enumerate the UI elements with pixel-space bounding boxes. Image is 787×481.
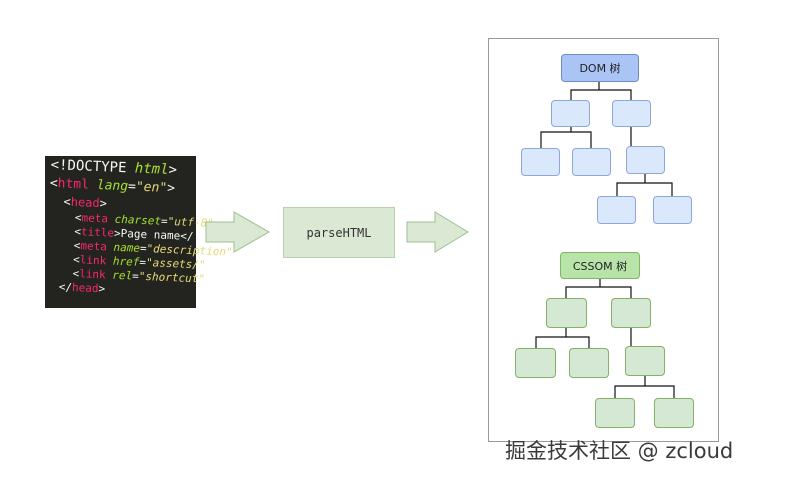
dom-edge — [570, 82, 632, 100]
cssom-node — [654, 398, 694, 428]
dom-node — [521, 148, 560, 176]
cssom-node — [595, 398, 635, 428]
cssom-edge — [535, 328, 590, 348]
cssom-node — [611, 298, 651, 328]
parse-html-label: parseHTML — [306, 225, 372, 240]
dom-node — [572, 148, 611, 176]
dom-node — [612, 100, 651, 127]
dom-node — [653, 196, 692, 224]
cssom-node — [515, 348, 556, 378]
cssom-root-node: CSSOM 树 — [560, 252, 640, 279]
dom-edge — [540, 126, 592, 148]
cssom-node — [546, 298, 587, 328]
dom-node — [551, 100, 590, 127]
dom-node — [597, 196, 636, 224]
dom-root-node: DOM 树 — [561, 54, 639, 82]
dom-edge — [616, 174, 673, 196]
arrow-right-1 — [205, 211, 271, 253]
parse-html-box: parseHTML — [283, 207, 395, 258]
cssom-root-label: CSSOM 树 — [572, 259, 628, 273]
dom-root-label: DOM 树 — [579, 62, 621, 75]
watermark-text: 掘金技术社区 @ zcloud — [505, 439, 734, 463]
html-code-snippet: <!DOCTYPE html><html lang="en"> <head> <… — [45, 156, 233, 308]
cssom-edge — [614, 376, 675, 398]
cssom-node — [569, 348, 609, 378]
arrow-right-2 — [406, 211, 469, 253]
dom-node — [626, 146, 665, 174]
cssom-node — [625, 346, 665, 376]
cssom-edge — [565, 278, 632, 298]
